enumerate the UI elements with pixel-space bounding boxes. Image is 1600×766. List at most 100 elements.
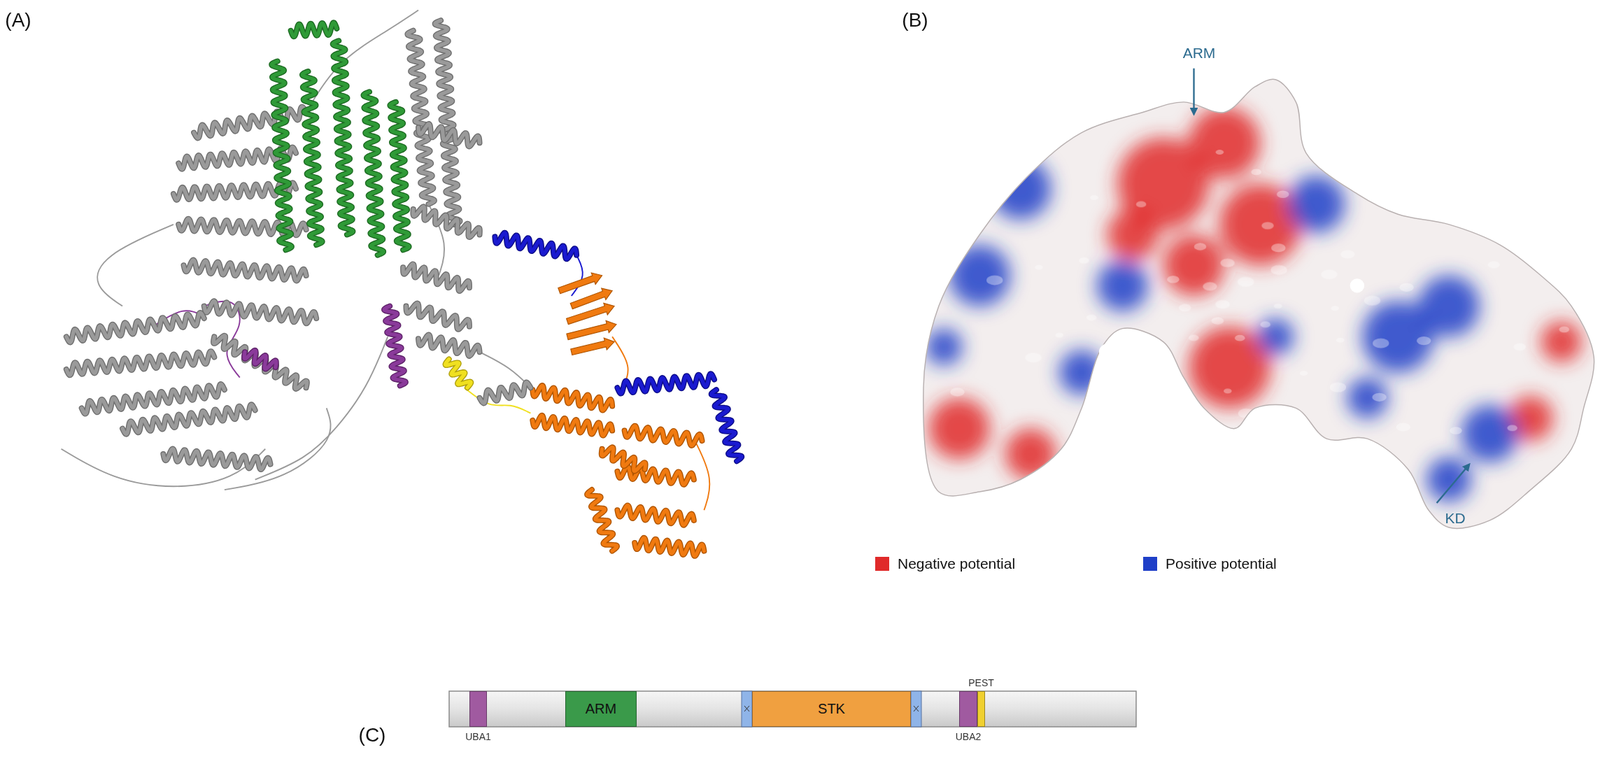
helix-outline: [302, 71, 323, 245]
surface-highlight: [1089, 195, 1099, 201]
helix: [634, 537, 704, 557]
beta-strand: [566, 321, 617, 341]
surface-highlight: [1178, 304, 1192, 313]
surface-highlight: [1372, 338, 1389, 349]
surface-highlight: [1194, 242, 1207, 251]
panel-letter: (A): [4, 9, 31, 32]
helix: [122, 404, 256, 434]
helix-outline: [407, 30, 434, 205]
surface-highlight: [1223, 388, 1233, 394]
helix: [389, 102, 409, 250]
helix: [435, 20, 461, 225]
panel-letter: (C): [358, 724, 387, 747]
helix: [418, 123, 480, 147]
domain-box: ARM: [565, 691, 637, 727]
loop: [224, 407, 331, 490]
helix-outline: [66, 312, 205, 343]
helix: [183, 260, 307, 282]
helix: [244, 350, 277, 370]
surface-highlight: [1449, 426, 1463, 435]
domain-box: UBA2: [959, 691, 978, 727]
surface-highlight: [933, 260, 950, 271]
surface-highlight: [1086, 314, 1097, 322]
helix-outline: [66, 351, 215, 375]
region-label: ARM: [1183, 44, 1216, 62]
legend-swatch: [875, 556, 890, 571]
surface-highlight: [1511, 235, 1522, 242]
motif-box: PEST: [977, 691, 986, 727]
surface-highlight: [1329, 382, 1347, 393]
surface-highlight: [1141, 353, 1153, 360]
helix-outline: [333, 40, 354, 235]
domain-label: UBA1: [465, 731, 492, 743]
helix-outline: [494, 232, 577, 260]
protein-bar: [449, 691, 1137, 727]
linker-mark: [913, 705, 919, 712]
helix-outline: [291, 22, 338, 37]
surface-highlight: [1078, 257, 1090, 264]
legend-item: Negative potential: [875, 555, 1016, 573]
beta-strands: [558, 272, 617, 355]
potential-patch: [1418, 275, 1480, 338]
surface-highlight: [1188, 334, 1200, 341]
surface-highlight: [1234, 335, 1246, 342]
helix: [444, 358, 471, 388]
surface-highlight: [1215, 149, 1224, 155]
leader-arrow: [1436, 464, 1470, 504]
surface-highlight: [1211, 316, 1225, 325]
helix: [213, 335, 308, 389]
surface-highlight: [1122, 400, 1139, 410]
surface-highlight: [1136, 201, 1147, 208]
surface-highlight: [1320, 269, 1337, 280]
helix-outline: [586, 489, 618, 552]
potential-patch: [928, 398, 990, 460]
surface-highlight: [1055, 333, 1064, 338]
surface-highlight: [1378, 150, 1387, 156]
surface-highlight: [1558, 326, 1570, 334]
helix: [333, 40, 354, 235]
panel-letter: (B): [901, 9, 928, 32]
helix-outline: [363, 91, 385, 255]
helix: [406, 303, 470, 330]
surface-highlight: [1202, 281, 1217, 291]
surface-highlight: [1340, 249, 1355, 259]
helix: [617, 505, 694, 525]
surface-highlight: [1220, 258, 1235, 268]
surface-highlight: [1392, 178, 1403, 185]
helix-outline: [617, 373, 715, 394]
potential-patch: [989, 158, 1052, 220]
leader-arrow: [1192, 68, 1195, 115]
helix: [66, 312, 205, 343]
surface-highlight: [1091, 452, 1106, 462]
helix: [617, 466, 694, 485]
illustration-group: [61, 10, 1595, 557]
helix-outline: [617, 505, 694, 525]
potential-patch: [1005, 428, 1057, 480]
surface-highlight: [1258, 462, 1273, 471]
surface-highlight: [1525, 205, 1534, 211]
loop: [694, 438, 711, 511]
surface-highlight: [1129, 377, 1139, 382]
helix-outline: [617, 466, 694, 485]
electrostatic-surface: [923, 79, 1595, 529]
helix-outline: [418, 335, 480, 357]
helix-outline: [634, 537, 704, 557]
potential-patch: [1461, 405, 1519, 463]
surface-highlight: [1299, 370, 1309, 376]
helix: [407, 30, 434, 205]
surface-highlight: [1003, 162, 1021, 173]
surface-highlight: [1215, 300, 1230, 309]
helix-outline: [402, 263, 470, 292]
helix: [624, 426, 703, 446]
helix: [271, 61, 292, 251]
loop-traces: [61, 10, 711, 511]
potential-patch: [1107, 209, 1159, 261]
legend-item: Positive potential: [1143, 555, 1277, 573]
surface-highlight: [1261, 221, 1274, 230]
helix-outline: [418, 123, 480, 147]
surface-highlight: [950, 387, 965, 396]
helix-outline: [412, 206, 480, 238]
loop: [97, 224, 174, 307]
